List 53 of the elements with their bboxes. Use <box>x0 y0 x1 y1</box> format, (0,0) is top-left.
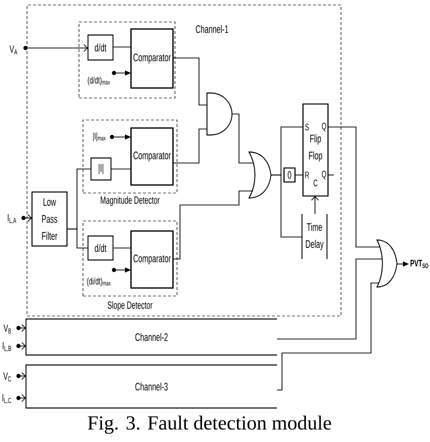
pin-label: Q <box>322 170 326 180</box>
function-block: d/dt <box>88 34 114 60</box>
comparator-box: Comparator <box>130 230 174 289</box>
detector-box <box>78 22 176 98</box>
signal-label: I$_{L,C}$ <box>2 394 12 404</box>
filter-box: Low Pass Filter <box>32 192 68 246</box>
wire <box>270 174 302 238</box>
comparator-box: Comparator <box>130 127 174 186</box>
pin-label: R <box>305 172 309 178</box>
arrow <box>25 214 32 222</box>
and-gate <box>206 92 232 136</box>
wire <box>112 46 132 48</box>
threshold-label: |I|$_{max}$ <box>93 132 106 142</box>
signal-label: I$_{L,A}$ <box>8 214 16 224</box>
or-gate <box>248 152 272 198</box>
arrow <box>20 394 26 402</box>
wire <box>66 228 88 248</box>
wire <box>328 126 380 248</box>
arrow <box>20 372 26 380</box>
wire <box>172 58 208 106</box>
threshold-label: (di/dt)$_{max}$ <box>87 278 111 286</box>
node-label: Slope Detector <box>108 301 152 311</box>
pin-label: C <box>314 180 318 186</box>
arrow <box>20 324 26 332</box>
wire <box>232 114 254 164</box>
function-block: |I| <box>90 158 112 180</box>
channel-box: Channel-2 <box>26 318 278 356</box>
output-label: PVT$_{SO}$ <box>410 260 428 268</box>
wire <box>172 128 208 164</box>
arrow <box>311 196 319 214</box>
or-gate <box>376 240 398 288</box>
node-label: Magnitude Detector <box>100 196 160 206</box>
arrow <box>20 342 26 350</box>
channel-box: Channel-3 <box>26 364 278 408</box>
function-block: d/dt <box>88 236 114 260</box>
pin-label: S <box>305 124 309 130</box>
delay-block: Time Delay <box>302 214 328 260</box>
threshold-label: (d/dt)$_{max}$ <box>88 76 110 86</box>
wire <box>172 190 254 260</box>
figure-caption: Fig. 3. Fault detection module <box>88 416 332 434</box>
wire <box>110 168 132 170</box>
pin-label: Q <box>322 122 326 132</box>
signal-label: V$_{A}$ <box>10 46 18 54</box>
comparator-box: Comparator <box>130 28 174 89</box>
signal-label: V$_{B}$ <box>4 324 12 334</box>
wire <box>294 174 304 176</box>
wire <box>328 174 334 176</box>
wire <box>276 258 382 340</box>
signal-label: V$_{C}$ <box>3 372 12 382</box>
arrow <box>27 44 88 52</box>
wire <box>276 282 380 390</box>
signal-label: I$_{L,B}$ <box>2 342 12 352</box>
constant-block: 0 <box>283 167 296 183</box>
